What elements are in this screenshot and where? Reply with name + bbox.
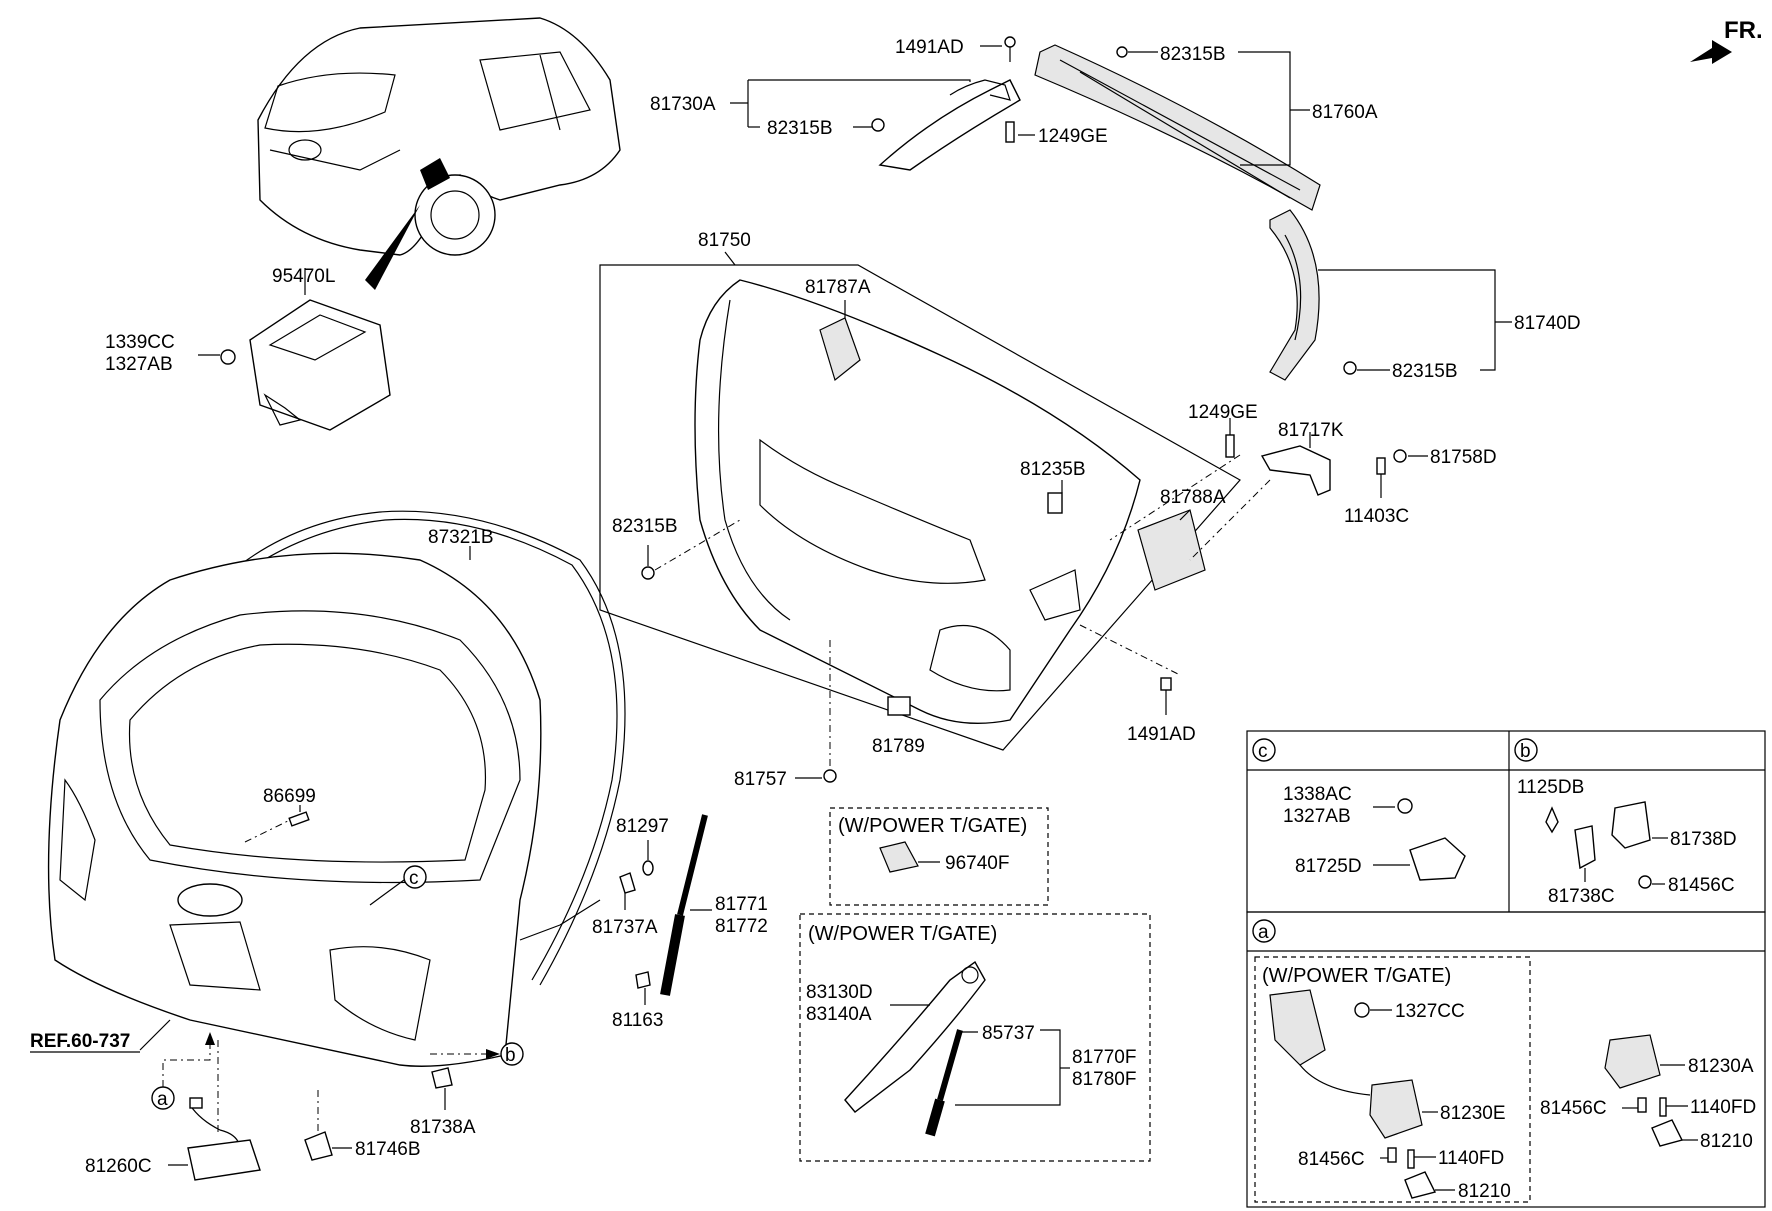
ref-60-737: REF.60-737 bbox=[30, 1031, 130, 1052]
power-tgate-switch-inset: (W/POWER T/GATE) (W/POWER T/GATE) 96740F bbox=[829, 807, 1049, 906]
label-1327ab-top: 1327AB bbox=[105, 354, 173, 375]
panel-c-tag: c bbox=[1258, 741, 1268, 762]
tailgate-assembly: 87321B 86699 c REF.60-737 a 81260C bbox=[30, 510, 626, 1181]
label-83130d: 83130D bbox=[806, 982, 873, 1003]
label-81456c-2: 81456C bbox=[1540, 1098, 1607, 1119]
label-81788a: 81788A bbox=[1160, 487, 1226, 508]
label-81297: 81297 bbox=[616, 816, 669, 837]
module-95470l: 95470L 1339CC 1327AB bbox=[105, 266, 391, 431]
label-81738d: 81738D bbox=[1670, 829, 1737, 850]
label-81260c: 81260C bbox=[85, 1156, 152, 1177]
power-tgate-strut-inset: (W/POWER T/GATE) 83130D 83140A 85737 817… bbox=[799, 913, 1151, 1162]
label-1140fd-2: 1140FD bbox=[1690, 1097, 1756, 1118]
power-tgate-heading-3: (W/POWER T/GATE) bbox=[1262, 965, 1451, 987]
label-1491ad-bot: 1491AD bbox=[1127, 724, 1196, 745]
label-81230a: 81230A bbox=[1688, 1056, 1754, 1077]
label-81758d: 81758D bbox=[1430, 447, 1497, 468]
label-1339cc: 1339CC bbox=[105, 332, 175, 353]
label-81789: 81789 bbox=[872, 736, 925, 757]
label-81456c-b: 81456C bbox=[1668, 875, 1735, 896]
label-81730a: 81730A bbox=[650, 94, 716, 115]
label-81760a: 81760A bbox=[1312, 102, 1378, 123]
detail-panels: c 1338AC 1327AB 81725D b 1125DB 81738D 8… bbox=[1246, 730, 1766, 1208]
label-81787a: 81787A bbox=[805, 277, 871, 298]
label-81163: 81163 bbox=[612, 1010, 663, 1031]
front-direction-arrow: FR. bbox=[1690, 17, 1763, 64]
label-81456c-1: 81456C bbox=[1298, 1149, 1365, 1170]
label-81738c: 81738C bbox=[1548, 886, 1615, 907]
label-81757: 81757 bbox=[734, 769, 787, 790]
callout-b: b bbox=[505, 1045, 516, 1066]
label-86699: 86699 bbox=[263, 786, 316, 807]
vehicle-rear-illustration bbox=[257, 17, 621, 290]
panel-a-tag: a bbox=[1258, 922, 1269, 943]
label-81772: 81772 bbox=[715, 916, 768, 937]
label-87321b: 87321B bbox=[428, 527, 494, 548]
label-81746b: 81746B bbox=[355, 1139, 421, 1160]
front-direction-label: FR. bbox=[1724, 17, 1763, 44]
label-82315b-c: 82315B bbox=[1392, 361, 1458, 382]
handle-81717k: 1249GE 81717K 11403C 81758D bbox=[1109, 402, 1497, 561]
power-tgate-heading-1: (W/POWER T/GATE) bbox=[838, 815, 1027, 837]
label-95470l: 95470L bbox=[272, 266, 335, 287]
label-81230e: 81230E bbox=[1440, 1103, 1506, 1124]
label-83140a: 83140A bbox=[806, 1004, 872, 1025]
label-81717k: 81717K bbox=[1278, 420, 1344, 441]
label-81210-2: 81210 bbox=[1700, 1131, 1753, 1152]
gas-strut-group: 81297 81737A 81771 81772 81163 bbox=[519, 814, 768, 1031]
label-81725d: 81725D bbox=[1295, 856, 1362, 877]
label-1327cc: 1327CC bbox=[1395, 1001, 1465, 1022]
label-81210-1: 81210 bbox=[1458, 1181, 1511, 1202]
label-1140fd-1: 1140FD bbox=[1438, 1148, 1504, 1169]
inner-panel-81750: 81750 81787A 81235B 81788A 82315B 81789 … bbox=[599, 230, 1241, 790]
label-96740f-visible: 96740F bbox=[945, 853, 1009, 874]
label-1327ab: 1327AB bbox=[1283, 806, 1351, 827]
label-11403c: 11403C bbox=[1344, 506, 1409, 527]
label-1249ge-mid: 1249GE bbox=[1188, 402, 1258, 423]
power-tgate-heading-2: (W/POWER T/GATE) bbox=[808, 923, 997, 945]
label-82315b-b: 82315B bbox=[767, 118, 833, 139]
label-1249ge-top: 1249GE bbox=[1038, 126, 1108, 147]
label-85737: 85737 bbox=[982, 1023, 1035, 1044]
label-1491ad-top: 1491AD bbox=[895, 37, 964, 58]
label-81780f: 81780F bbox=[1072, 1069, 1136, 1090]
upper-trim-parts: 1491AD 82315B 81730A 1249GE 82315B 81760… bbox=[650, 36, 1581, 382]
callout-a: a bbox=[157, 1089, 168, 1110]
label-81740d: 81740D bbox=[1514, 313, 1581, 334]
label-81738a: 81738A bbox=[410, 1117, 476, 1138]
panel-b-tag: b bbox=[1520, 741, 1531, 762]
label-81750: 81750 bbox=[698, 230, 751, 251]
label-82315b-a: 82315B bbox=[1160, 44, 1226, 65]
label-1338ac: 1338AC bbox=[1283, 784, 1352, 805]
label-1125db: 1125DB bbox=[1517, 777, 1584, 798]
label-82315b-d: 82315B bbox=[612, 516, 678, 537]
label-81235b: 81235B bbox=[1020, 459, 1086, 480]
label-81770f: 81770F bbox=[1072, 1047, 1136, 1068]
label-81771: 81771 bbox=[715, 894, 768, 915]
label-81737a: 81737A bbox=[592, 917, 658, 938]
callout-c: c bbox=[409, 868, 419, 889]
